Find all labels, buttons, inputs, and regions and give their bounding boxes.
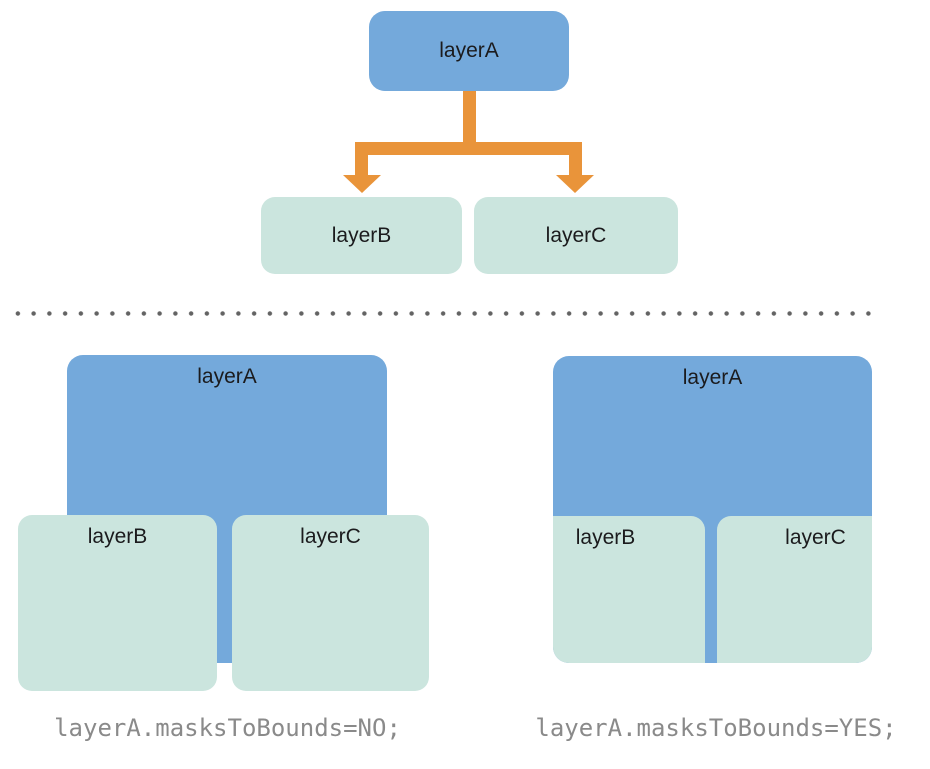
- tree-node-layer-b-label: layerB: [331, 223, 392, 247]
- masked-layer-a: layerA layerB layerC: [553, 356, 872, 663]
- masked-layer-b-label: layerB: [575, 526, 636, 549]
- masked-layer-c: layerC: [717, 516, 872, 663]
- connector-stem: [463, 91, 476, 155]
- arrow-down-right-icon: [556, 175, 594, 193]
- unmasked-layer-b: layerB: [18, 515, 217, 691]
- tree-node-layer-a-label: layerA: [439, 39, 499, 62]
- connector-right-arm: [569, 153, 582, 176]
- masked-layer-c-label: layerC: [785, 526, 846, 549]
- unmasked-layer-a-label: layerA: [197, 365, 257, 388]
- unmasked-layer-c: layerC: [232, 515, 429, 691]
- connector-crossbar: [355, 142, 582, 155]
- arrow-down-left-icon: [343, 175, 381, 193]
- tree-node-layer-a: layerA: [369, 11, 569, 91]
- masked-layer-b: layerB: [553, 516, 705, 663]
- unmasked-caption: layerA.masksToBounds=NO;: [54, 714, 401, 742]
- tree-node-layer-c-label: layerC: [545, 223, 607, 247]
- tree-node-layer-b: layerB: [261, 197, 462, 274]
- unmasked-layer-c-label: layerC: [300, 525, 361, 548]
- masked-caption: layerA.masksToBounds=YES;: [535, 714, 897, 742]
- unmasked-layer-b-label: layerB: [87, 525, 148, 548]
- dotted-separator: [10, 310, 880, 317]
- tree-node-layer-c: layerC: [474, 197, 678, 274]
- connector-left-arm: [355, 153, 368, 176]
- masked-layer-a-label: layerA: [682, 366, 743, 389]
